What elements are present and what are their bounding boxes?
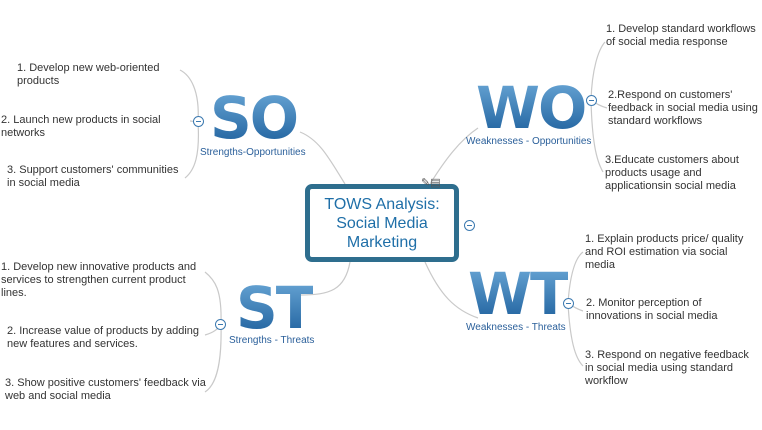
pencil-icon[interactable]: ✎ (421, 177, 431, 189)
so-label: Strengths-Opportunities (200, 147, 306, 158)
so-heading: SO (210, 84, 299, 152)
st-item-2[interactable]: 2. Increase value of products by adding … (7, 325, 200, 350)
wt-heading: WT (468, 260, 570, 328)
st-item-1[interactable]: 1. Develop new innovative products and s… (1, 261, 197, 299)
wo-item-3[interactable]: 3.Educate customers about products usage… (605, 154, 739, 192)
wt-item-1[interactable]: 1. Explain products price/ quality and R… (585, 233, 744, 271)
wt-label: Weaknesses - Threats (466, 322, 566, 333)
st-heading: ST (236, 274, 315, 342)
wo-collapse-toggle[interactable] (586, 95, 597, 106)
so-collapse-toggle[interactable] (193, 116, 204, 127)
so-item-1[interactable]: 1. Develop new web-oriented products (17, 62, 160, 87)
so-item-2[interactable]: 2. Launch new products in social network… (1, 114, 161, 139)
note-icon[interactable]: ▤ (430, 177, 441, 189)
wo-item-1[interactable]: 1. Develop standard workflows of social … (606, 23, 756, 48)
wo-item-2[interactable]: 2.Respond on customers' feedback in soci… (608, 89, 758, 127)
st-item-3[interactable]: 3. Show positive customers' feedback via… (5, 377, 206, 402)
topic-tools: ✎▤ (421, 176, 441, 189)
wt-item-2[interactable]: 2. Monitor perception of innovations in … (586, 297, 718, 322)
wt-item-3[interactable]: 3. Respond on negative feedback in socia… (585, 349, 749, 387)
wt-collapse-toggle[interactable] (563, 298, 574, 309)
st-collapse-toggle[interactable] (215, 319, 226, 330)
so-item-3[interactable]: 3. Support customers' communities in soc… (7, 164, 179, 189)
wo-heading: WO (476, 74, 587, 142)
central-topic[interactable]: TOWS Analysis: Social Media Marketing (305, 184, 459, 262)
central-collapse-toggle[interactable] (464, 220, 475, 231)
st-label: Strengths - Threats (229, 335, 315, 346)
wo-label: Weaknesses - Opportunities (466, 136, 592, 147)
central-topic-title: TOWS Analysis: Social Media Marketing (324, 195, 440, 251)
